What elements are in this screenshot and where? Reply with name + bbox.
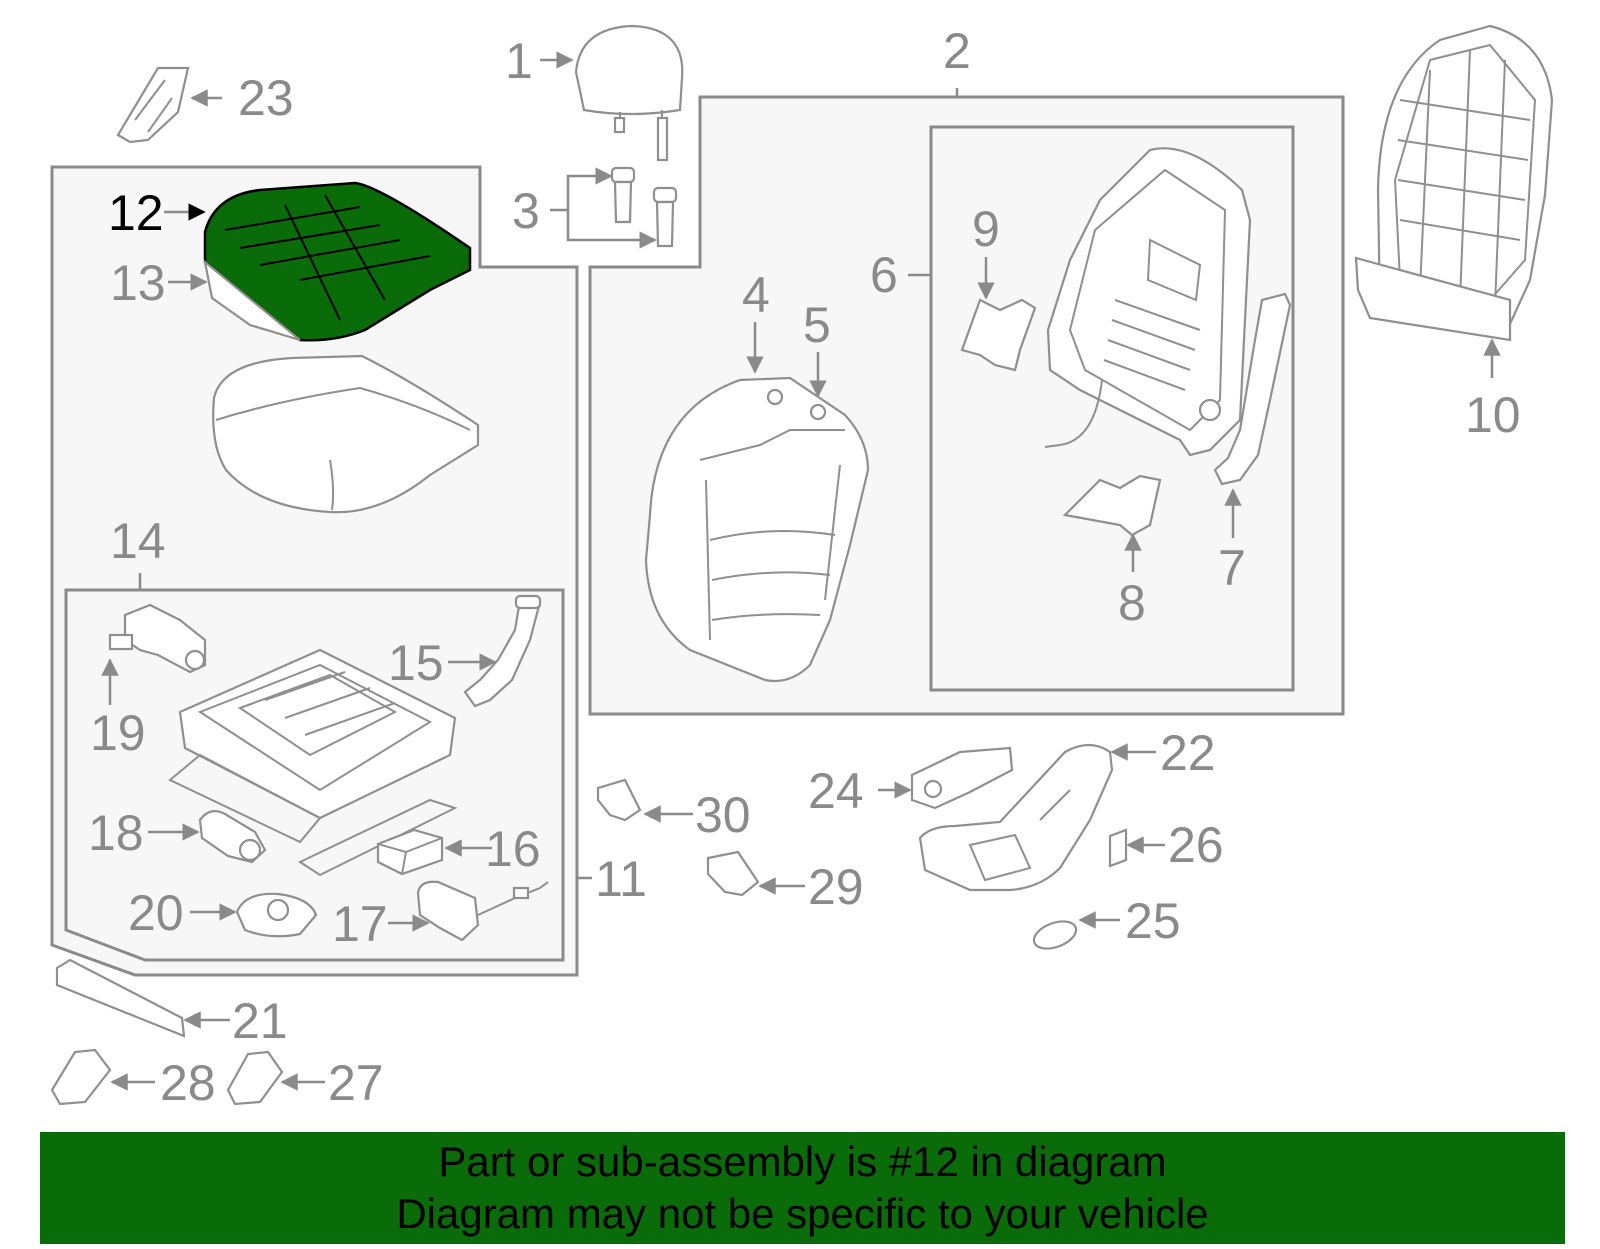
part-8-bracket[interactable]	[1062, 474, 1162, 537]
part-9-bracket[interactable]	[960, 298, 1037, 372]
part-17-motor-cable[interactable]	[416, 880, 549, 942]
part-26-clip[interactable]	[1108, 828, 1128, 868]
callout-28: 28	[160, 1055, 216, 1111]
part-14-seat-track-frame[interactable]	[168, 648, 458, 877]
callout-26: 26	[1168, 817, 1224, 873]
part-13-cushion-pad[interactable]	[203, 259, 301, 342]
callout-19: 19	[90, 705, 146, 761]
part-info-banner: Part or sub-assembly is #12 in diagram D…	[40, 1132, 1565, 1244]
callout-7: 7	[1218, 540, 1246, 596]
part-20-gear[interactable]	[235, 892, 318, 938]
callout-20: 20	[128, 885, 184, 941]
callout-27: 27	[328, 1055, 384, 1111]
part-29-clip[interactable]	[706, 850, 760, 897]
callout-15: 15	[388, 635, 444, 691]
part-16-module[interactable]	[376, 828, 444, 876]
callout-14: 14	[110, 513, 166, 569]
seat-cushion-foam	[212, 354, 480, 514]
leader-lines	[101, 51, 1501, 1091]
callout-21: 21	[232, 993, 288, 1049]
callout-13: 13	[110, 255, 166, 311]
callout-6: 6	[870, 247, 898, 303]
banner-line-disclaimer: Diagram may not be specific to your vehi…	[396, 1190, 1209, 1237]
callout-5: 5	[803, 297, 831, 353]
part-4-seatback-cover[interactable]	[644, 376, 870, 683]
callout-8: 8	[1118, 575, 1146, 631]
part-18-motor[interactable]	[198, 809, 267, 864]
part-6-seatback-frame[interactable]	[1044, 147, 1252, 457]
callout-24: 24	[808, 763, 864, 819]
callout-18: 18	[88, 805, 144, 861]
part-23-bracket[interactable]	[116, 66, 190, 144]
part-12-cushion-cover-highlighted[interactable]	[203, 181, 472, 342]
callout-23: 23	[238, 70, 294, 126]
callout-29: 29	[808, 859, 864, 915]
banner-line-part-number: Part or sub-assembly is #12 in diagram	[438, 1138, 1167, 1185]
part-3-headrest-guides[interactable]	[610, 166, 678, 248]
part-21-trim[interactable]	[55, 958, 186, 1038]
callout-2: 2	[943, 23, 971, 79]
callout-17: 17	[332, 896, 388, 952]
part-7-strip[interactable]	[1213, 292, 1292, 486]
callout-16: 16	[485, 821, 541, 877]
callout-12-highlighted: 12	[108, 185, 164, 241]
part-15-harness[interactable]	[463, 594, 542, 708]
part-25-ring[interactable]	[1030, 916, 1080, 954]
callout-4: 4	[742, 267, 770, 323]
callout-labels: 1 2 3 4 5 6 7 8 9 10 11 12 13 14 15 16 1…	[88, 23, 1521, 1111]
callout-9: 9	[972, 201, 1000, 257]
part-10-back-panel[interactable]	[1354, 24, 1554, 342]
callout-3: 3	[512, 183, 540, 239]
callout-25: 25	[1125, 893, 1181, 949]
part-24-switch[interactable]	[910, 746, 1014, 810]
part-30-clip[interactable]	[596, 778, 642, 822]
part-22-side-cover[interactable]	[918, 743, 1114, 892]
part-28-cover[interactable]	[50, 1048, 112, 1106]
callout-10: 10	[1465, 387, 1521, 443]
part-19-motor[interactable]	[108, 603, 207, 674]
callout-1: 1	[505, 33, 533, 89]
callout-30: 30	[695, 787, 751, 843]
part-27-cover[interactable]	[226, 1050, 284, 1106]
callout-11: 11	[595, 851, 647, 907]
part-1-headrest[interactable]	[574, 24, 684, 162]
callout-22: 22	[1160, 725, 1216, 781]
